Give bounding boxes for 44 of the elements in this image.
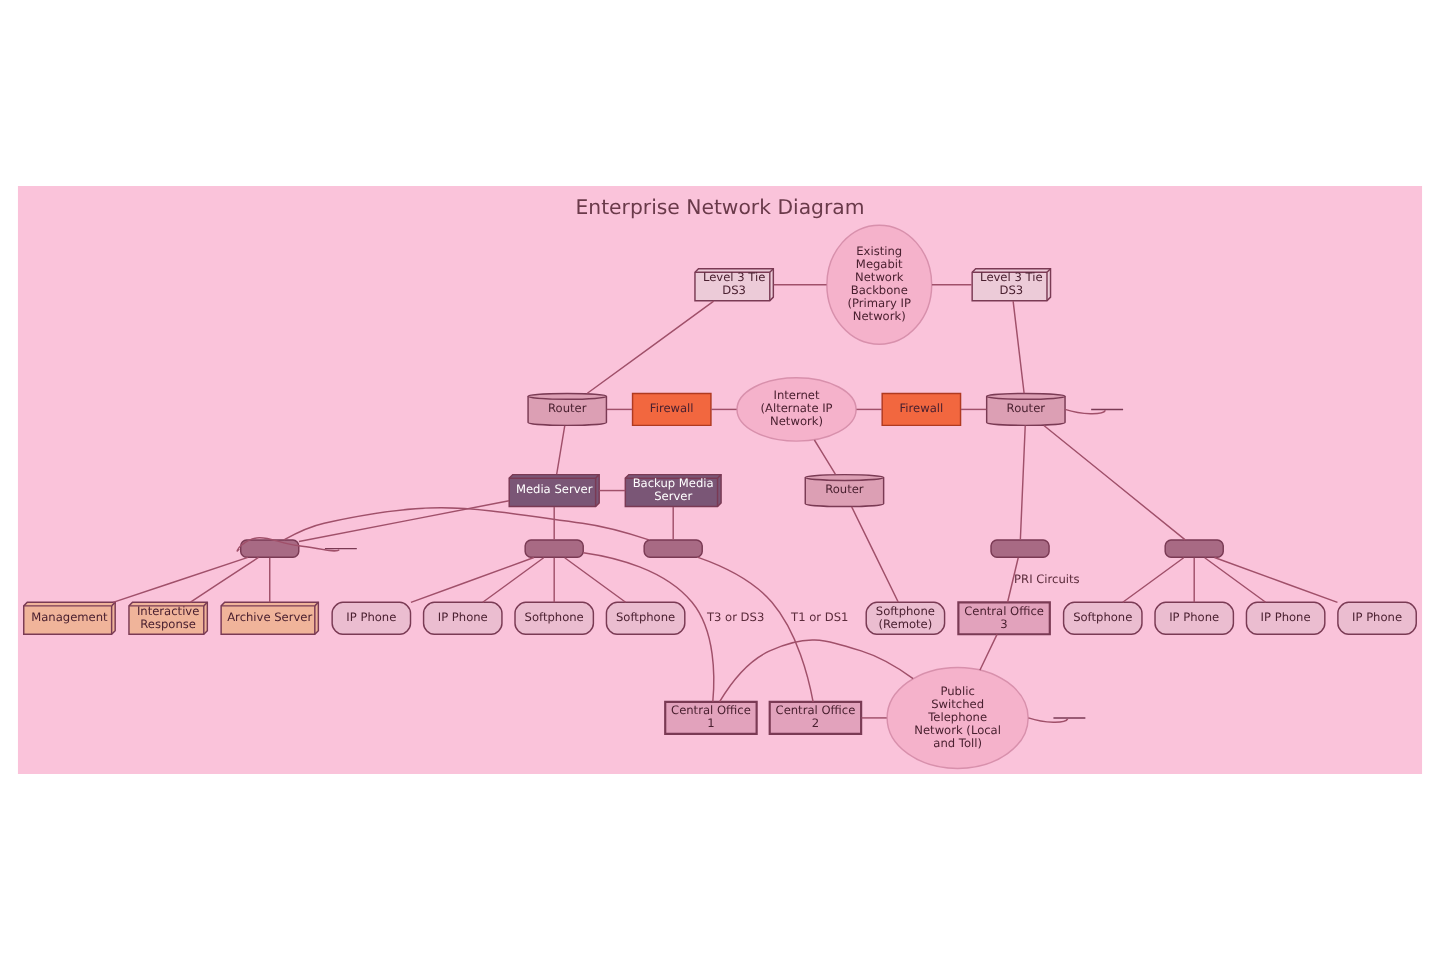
connector — [553, 506, 555, 541]
connector — [298, 500, 510, 543]
connector — [1012, 300, 1025, 394]
connector — [931, 283, 973, 286]
node-box — [643, 539, 703, 559]
node-box — [990, 539, 1050, 559]
connector — [582, 552, 715, 703]
connector — [855, 408, 883, 411]
connector — [1019, 424, 1026, 541]
connector — [598, 489, 626, 492]
connector — [1064, 408, 1107, 415]
connector — [1043, 424, 1186, 541]
connector — [860, 717, 888, 719]
connector — [1193, 557, 1195, 603]
connector — [773, 283, 828, 286]
connector — [813, 439, 837, 475]
connector — [979, 633, 998, 671]
connector — [1213, 556, 1339, 604]
connector — [410, 556, 535, 604]
connector — [1006, 557, 1019, 603]
connector — [283, 507, 650, 541]
connector — [718, 639, 914, 703]
connector — [586, 300, 715, 394]
connector — [606, 408, 633, 411]
connector — [697, 556, 814, 703]
connector — [236, 536, 340, 552]
connector — [563, 557, 627, 603]
node-box — [524, 539, 584, 559]
connector — [553, 557, 555, 603]
connector — [112, 556, 249, 604]
connector — [189, 556, 260, 603]
node-box — [240, 539, 300, 559]
connector — [672, 506, 674, 541]
connector — [1203, 557, 1267, 603]
connector — [1122, 557, 1185, 603]
connector — [850, 506, 899, 603]
connector — [960, 408, 988, 411]
connector — [1027, 717, 1069, 723]
connector — [555, 425, 566, 475]
diagram-title: Enterprise Network Diagram — [575, 197, 865, 220]
connector — [269, 557, 271, 603]
node-box — [1164, 539, 1224, 559]
connector — [710, 408, 738, 411]
connector — [482, 557, 545, 603]
